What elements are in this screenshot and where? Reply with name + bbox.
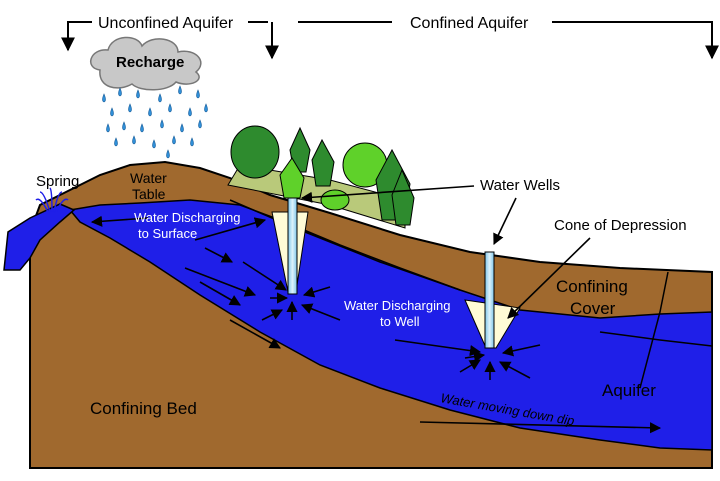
rain-drops — [102, 85, 208, 159]
spring-label: Spring — [36, 173, 79, 190]
cone-of-depression-label: Cone of Depression — [554, 217, 687, 234]
water-table-label-2: Table — [132, 186, 166, 202]
discharge-well-label-2: to Well — [380, 314, 420, 329]
confining-cover-label-2: Cover — [570, 299, 616, 318]
header-brackets — [61, 21, 719, 60]
flow-arrows — [90, 215, 662, 434]
confined-aquifer-label: Confined Aquifer — [410, 15, 529, 32]
fault-line — [639, 271, 669, 389]
discharge-surface-label-1: Water Discharging — [134, 210, 240, 225]
unconfined-aquifer-label: Unconfined Aquifer — [98, 15, 234, 32]
water-wells-label: Water Wells — [480, 177, 560, 194]
confining-cover-base — [599, 331, 713, 347]
recharge-cloud-icon — [90, 36, 202, 91]
spring-pool — [3, 203, 76, 271]
spring-fountain-icon — [35, 187, 69, 213]
recharge-label: Recharge — [116, 54, 184, 71]
confining-cover-label-1: Confining — [556, 277, 628, 296]
water-well-1 — [287, 197, 298, 295]
discharge-surface-label-2: to Surface — [138, 226, 197, 241]
aquifer-label: Aquifer — [602, 381, 656, 400]
discharge-well-label-1: Water Discharging — [344, 298, 450, 313]
water-table-label-1: Water — [130, 170, 167, 186]
confining-cover-boundary — [229, 199, 461, 291]
confining-bed-label: Confining Bed — [90, 399, 197, 418]
callout-lines — [300, 185, 591, 319]
water-well-2 — [484, 251, 495, 349]
